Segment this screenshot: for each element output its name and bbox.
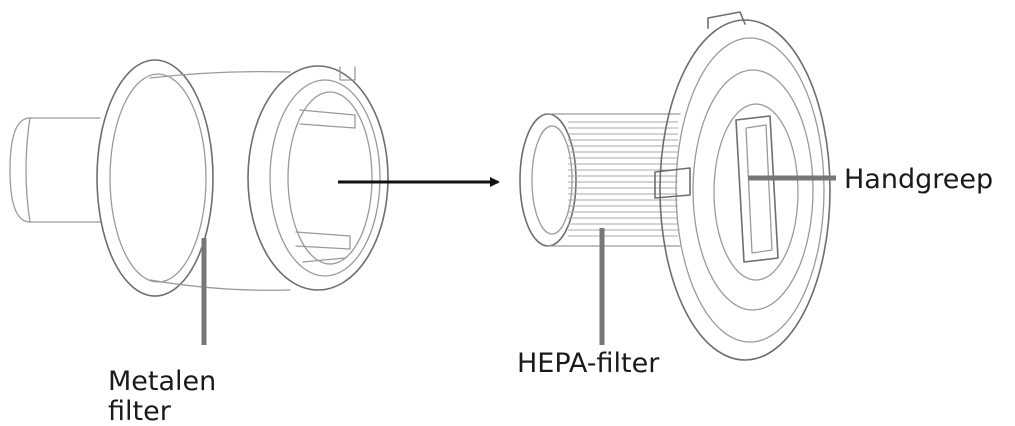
- handle-label: Handgreep: [844, 164, 993, 195]
- hepa-filter-label: HEPA-filter: [517, 348, 660, 379]
- metal-filter-label-line1: Metalen: [108, 366, 216, 397]
- metal-filter-illustration: [9, 59, 389, 297]
- hepa-filter-illustration: [519, 11, 831, 361]
- metal-filter-label-line2: filter: [108, 396, 172, 426]
